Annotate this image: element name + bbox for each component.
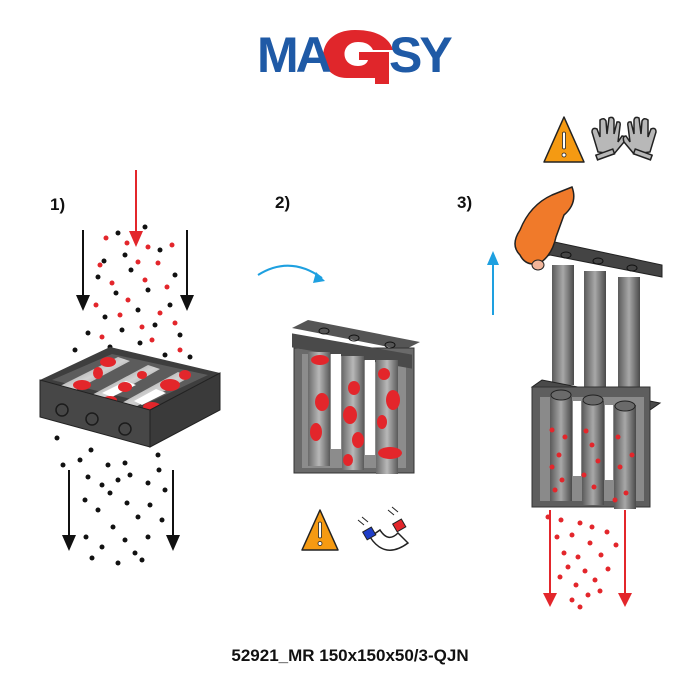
gloves-icon (591, 116, 657, 161)
logo-text-left: MA (257, 27, 331, 83)
step-3-label: 3) (457, 193, 473, 212)
step-2-icons (300, 505, 430, 560)
magnet-icon (357, 506, 410, 551)
warning-icon (543, 116, 585, 163)
black-arrow-down-icon (62, 470, 180, 551)
red-arrow-down-icon (543, 510, 632, 607)
step-1-illustration (30, 165, 250, 575)
red-arrow-down-icon (129, 170, 143, 247)
black-arrow-down-icon (76, 230, 194, 311)
hand-icon (514, 186, 575, 271)
blue-curved-arrow-icon (257, 264, 323, 279)
step-2-label: 2) (275, 193, 291, 212)
warning-icon (301, 509, 339, 551)
magnetic-grate (39, 347, 221, 448)
step-3-icons (540, 112, 670, 167)
magsy-logo: MA SY (255, 20, 465, 90)
logo-text-right: SY (389, 27, 452, 83)
step-2-illustration (250, 250, 440, 490)
blue-arrow-up-icon (487, 251, 499, 315)
step-1-label: 1) (50, 195, 66, 214)
product-code-caption: 52921_MR 150x150x50/3-QJN (231, 646, 469, 665)
step-3-illustration (480, 175, 680, 615)
